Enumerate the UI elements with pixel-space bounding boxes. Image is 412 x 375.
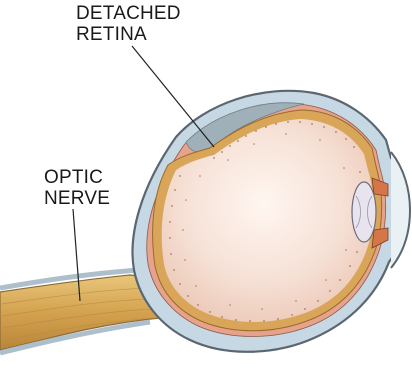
detached-retina-leader (132, 46, 214, 147)
lens (352, 182, 376, 242)
cornea (391, 152, 410, 268)
optic-nerve-label-line2: NERVE (44, 188, 110, 209)
detached-retina-label-line1: DETACHED (76, 3, 181, 24)
optic-nerve-label-line1: OPTIC (44, 167, 103, 188)
detached-retina-label-line2: RETINA (76, 24, 147, 45)
